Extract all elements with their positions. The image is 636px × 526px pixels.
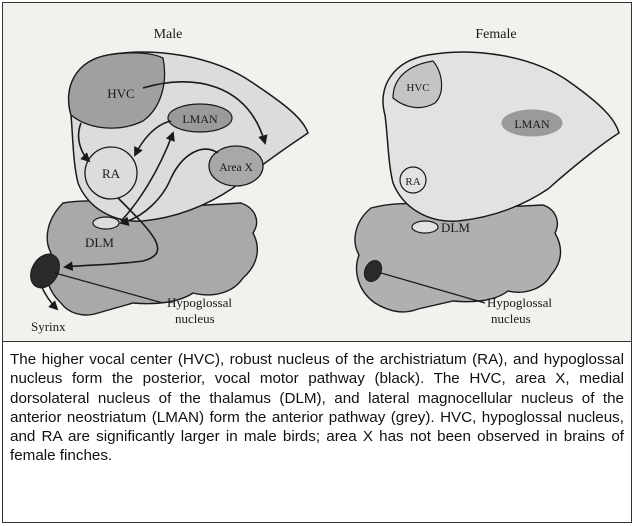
male-lman-label: LMAN — [182, 112, 218, 126]
female-hypoglossal-label-1: Hypoglossal — [487, 295, 552, 310]
female-hypoglossal-label-2: nucleus — [491, 311, 531, 326]
diagram-area: Male HVC LMAN RA Area X DLM — [3, 3, 631, 342]
female-title: Female — [475, 27, 516, 42]
male-hvc-label: HVC — [107, 86, 134, 101]
figure-caption: The higher vocal center (HVC), robust nu… — [10, 350, 624, 466]
male-dlm-label: DLM — [85, 235, 114, 250]
female-panel: Female HVC LMAN RA DLM — [355, 27, 619, 326]
female-dlm-label: DLM — [441, 220, 470, 235]
male-area-x-label: Area X — [219, 162, 253, 174]
male-dlm — [93, 217, 119, 229]
male-syrinx-label: Syrinx — [31, 319, 66, 334]
male-panel: Male HVC LMAN RA Area X DLM — [25, 27, 308, 334]
female-lman-label: LMAN — [514, 117, 550, 131]
male-ra-label: RA — [102, 166, 121, 181]
female-ra-label: RA — [405, 176, 420, 188]
brain-diagram: Male HVC LMAN RA Area X DLM — [3, 3, 631, 341]
male-hypoglossal-label-2: nucleus — [175, 311, 215, 326]
female-dlm — [412, 221, 438, 233]
female-hvc-label: HVC — [406, 82, 429, 94]
male-hypoglossal-label-1: Hypoglossal — [167, 295, 232, 310]
male-title: Male — [154, 27, 183, 42]
